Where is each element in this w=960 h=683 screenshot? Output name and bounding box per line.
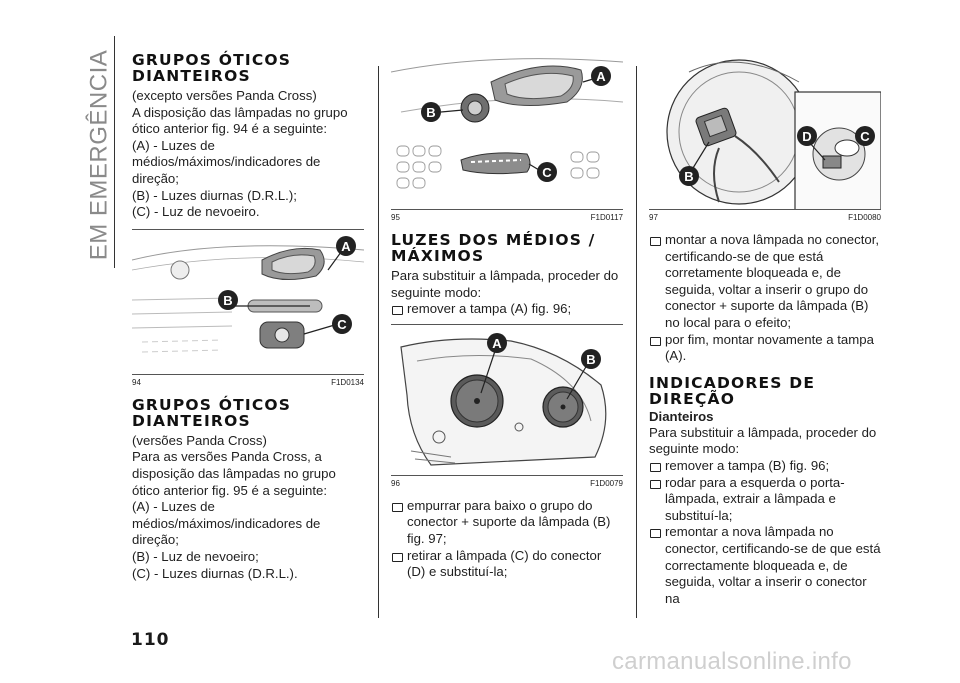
figure-95: A B C	[391, 52, 623, 210]
step-item: montar a nova lâmpada no conector, certi…	[649, 232, 881, 332]
heading-front-lights-cross: GRUPOS ÓTICOS DIANTEIROS	[132, 395, 292, 430]
section-tab: EM EMERGÊNCIA	[84, 30, 114, 280]
heading-direction-indicators: INDICADORES DE DIREÇÃO	[649, 373, 816, 408]
cross-headlight-illustration: A B C	[391, 58, 623, 189]
callout-b: B	[586, 352, 595, 367]
callout-b: B	[426, 105, 435, 120]
list-item: (A) - Luzes de médios/máximos/indicadore…	[132, 137, 321, 186]
subtitle: (excepto versões Panda Cross)	[132, 88, 317, 103]
page-number: 110	[131, 630, 170, 650]
figure-94: A B C	[132, 228, 364, 375]
column-1: GRUPOS ÓTICOS DIANTEIROS (excepto versõe…	[132, 52, 364, 582]
step-item: rodar para a esquerda o porta-lâmpada, e…	[649, 475, 881, 525]
figure-caption: 96 F1D0079	[391, 478, 623, 488]
bulb-connector-illustration: B D C	[666, 59, 881, 209]
headlight-illustration: A B C	[132, 235, 364, 353]
figure-97: B D C	[649, 52, 881, 210]
callout-d: D	[802, 129, 811, 144]
callout-a: A	[596, 69, 606, 84]
callout-b: B	[684, 169, 693, 184]
paragraph: Para substituir a lâmpada, proceder do s…	[391, 268, 619, 300]
callout-c: C	[860, 129, 870, 144]
paragraph: A disposição das lâmpadas no grupo ótico…	[132, 104, 348, 137]
column-divider	[636, 66, 637, 618]
heading-low-high-beams: LUZES DOS MÉDIOS / MÁXIMOS	[391, 231, 596, 265]
figure-caption: 97 F1D0080	[649, 213, 881, 222]
step-item: empurrar para baixo o grupo do conector …	[391, 498, 623, 548]
figure-caption: 95 F1D0117	[391, 213, 623, 222]
step-item: por fim, montar novamente a tampa (A).	[649, 332, 881, 365]
callout-c: C	[542, 165, 552, 180]
list-item: (C) - Luz de nevoeiro.	[132, 204, 260, 220]
figure-caption: 94 F1D0134	[132, 377, 364, 387]
callout-a: A	[341, 239, 351, 254]
step-item: remover a tampa (A) fig. 96;	[391, 301, 623, 318]
callout-b: B	[223, 293, 232, 308]
list-item: (C) - Luzes diurnas (D.R.L.).	[132, 565, 298, 581]
section-tab-label: EM EMERGÊNCIA	[85, 49, 112, 261]
watermark: carmanualsonline.info	[612, 648, 852, 675]
subtitle: (versões Panda Cross)	[132, 432, 267, 448]
list-item: (B) - Luzes diurnas (D.R.L.);	[132, 187, 297, 203]
heading-front-lights: GRUPOS ÓTICOS DIANTEIROS	[132, 51, 292, 85]
step-item: remover a tampa (B) fig. 96;	[649, 458, 881, 475]
section-tab-rule	[114, 36, 115, 268]
paragraph: Para as versões Panda Cross, a disposiçã…	[132, 449, 336, 498]
column-2: A B C 95 F1D0117 LUZES DOS MÉDIOS / MÁXI…	[391, 52, 623, 581]
list-item: (A) - Luzes de médios/máximos/indicadore…	[132, 499, 321, 548]
step-item: retirar a lâmpada (C) do conector (D) e …	[391, 548, 623, 581]
list-item: (B) - Luz de nevoeiro;	[132, 548, 259, 564]
subheading-front: Dianteiros	[649, 408, 714, 424]
column-3: B D C 97 F1D0080 montar a nova lâmpada n…	[649, 52, 881, 607]
callout-c: C	[337, 317, 347, 332]
column-divider	[378, 66, 379, 618]
callout-a: A	[492, 336, 502, 351]
paragraph: Para substituir a lâmpada, proceder do s…	[649, 424, 877, 457]
figure-96: A B	[391, 323, 623, 476]
headlight-rear-illustration: A B	[400, 332, 607, 466]
step-item: remontar a nova lâmpada no conector, cer…	[649, 524, 881, 607]
